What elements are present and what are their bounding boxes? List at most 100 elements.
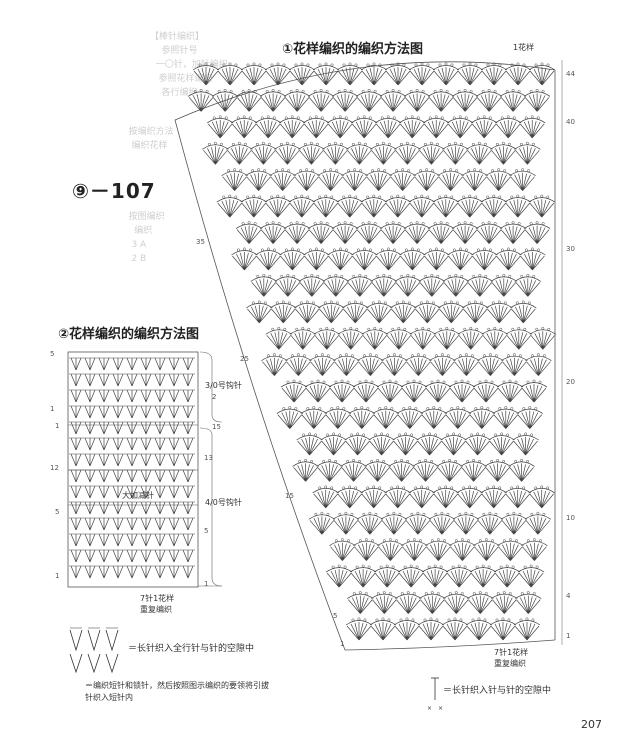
fan-motif [312, 62, 340, 86]
show-through-text: 【棒针编织】 参照针号 一〇针，加针编织 参照花样编织 各行编织 [150, 32, 228, 98]
fan-motif [293, 300, 321, 324]
v-stitch [138, 421, 154, 435]
fan-motif [369, 617, 397, 641]
fan-motif [307, 221, 335, 244]
fan-motif [400, 379, 428, 403]
d2-left-mark: 5 [50, 350, 55, 358]
legend-item2: ＝编织短针和锁针，然后按照图示编织的要领将引拔针织入短针内 [85, 680, 275, 704]
v-stitch [124, 469, 140, 483]
fan-motif [427, 88, 455, 112]
fan-motif [466, 273, 494, 297]
v-stitch [138, 357, 154, 371]
fan-motif [519, 247, 546, 271]
fan-motif [337, 326, 365, 350]
d2-left-mark: 1 [55, 422, 60, 430]
svg-text:×: × [438, 705, 443, 712]
d1-row-mark: 4 [566, 592, 571, 600]
fan-motif [432, 194, 460, 218]
v-stitch [124, 389, 140, 403]
fan-motif [389, 300, 417, 324]
fan-motif [261, 353, 288, 377]
long-stitch-icon [69, 653, 119, 674]
pattern-id: ⑨－107 [72, 179, 156, 203]
fan-motif [355, 221, 383, 244]
fan-motif [394, 591, 422, 614]
v-stitch [166, 485, 182, 499]
v-stitch [82, 389, 98, 403]
fan-motif [346, 591, 374, 614]
d1-row-mark: 40 [566, 118, 575, 126]
fan-motif [250, 141, 277, 165]
fan-motif [336, 485, 364, 509]
fan-motif [504, 485, 532, 509]
d2-right-mark: 15 [212, 423, 221, 431]
fan-motif [433, 326, 461, 350]
fan-motif [472, 379, 500, 403]
v-stitch [96, 373, 112, 387]
fan-motif [373, 564, 401, 588]
v-stitch [138, 405, 154, 419]
fan-motif [389, 168, 416, 192]
v-stitch [82, 357, 98, 371]
v-stitch [166, 389, 182, 403]
fan-motif [505, 326, 533, 350]
v-stitch [96, 549, 112, 563]
fan-motif [384, 194, 412, 218]
fan-motif [240, 194, 268, 218]
d2-bottom-note-2: 重复编织 [140, 605, 172, 614]
fan-motif [365, 300, 393, 324]
fan-motif [245, 168, 272, 192]
v-stitch [68, 373, 84, 387]
v-stitch [82, 485, 98, 499]
fan-motif [528, 62, 556, 86]
fan-motif [396, 406, 424, 429]
v-stitch [180, 485, 196, 499]
v-stitch [110, 517, 126, 531]
fan-motif [328, 379, 356, 403]
fan-motif [500, 511, 528, 535]
fan-motif [344, 432, 371, 456]
fan-motif [280, 379, 308, 403]
v-stitch [68, 517, 84, 531]
fan-motif [230, 115, 258, 139]
d2-right-mark: 5 [204, 527, 209, 535]
v-stitch [82, 501, 98, 515]
fan-motif [447, 247, 474, 271]
fan-motif [476, 511, 504, 535]
v-stitch [180, 469, 196, 483]
diagram1-repeat-label: 1花样 [513, 43, 535, 52]
fan-motif [187, 88, 215, 112]
fan-motif [346, 273, 374, 297]
fan-motif [361, 326, 389, 350]
fan-motif [259, 221, 287, 244]
fan-motif [488, 432, 515, 456]
v-stitch [180, 421, 196, 435]
v-stitch [166, 373, 182, 387]
fan-motif [520, 379, 548, 403]
fan-motif [494, 115, 522, 139]
v-stitch [180, 501, 196, 515]
fan-motif [449, 538, 476, 562]
fan-motif [451, 221, 479, 244]
fan-motif [356, 511, 384, 535]
fan-motif [425, 538, 452, 562]
fan-motif [489, 617, 517, 641]
fan-motif [336, 194, 364, 218]
fan-motif [300, 406, 328, 429]
diagram2-stitches [68, 357, 196, 579]
v-stitch [82, 565, 98, 579]
v-stitch [152, 357, 168, 371]
fan-motif [470, 115, 498, 139]
v-stitch [152, 421, 168, 435]
v-stitch [96, 565, 112, 579]
fan-motif [440, 432, 467, 456]
fan-motif [333, 353, 360, 377]
fan-motif [279, 247, 306, 271]
fan-motif [365, 168, 392, 192]
d2-hook-a: 3/0号钩针 [205, 381, 242, 390]
fan-motif [327, 247, 354, 271]
legend-item1: ＝长针织入全行针与针的空隙中 [128, 644, 255, 654]
fan-motif [413, 300, 441, 324]
fan-motif [265, 326, 293, 350]
